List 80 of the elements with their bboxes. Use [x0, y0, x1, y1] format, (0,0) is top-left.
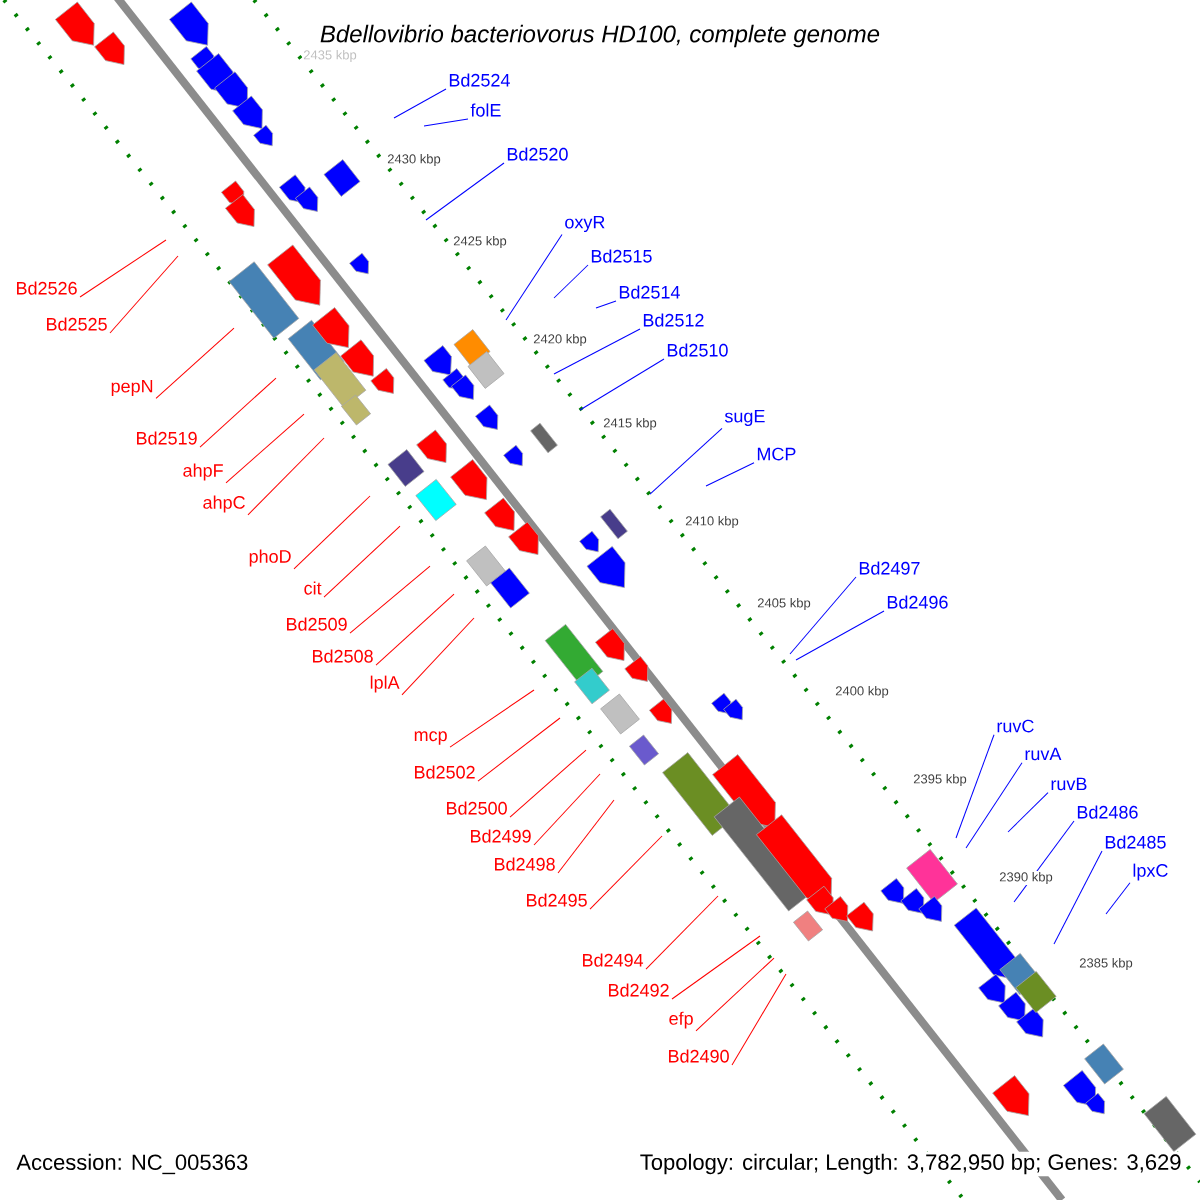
accession-text: Accession: NC_005363	[16, 1153, 248, 1175]
leader-line	[579, 358, 665, 411]
gene-label: Bd2524	[449, 73, 510, 87]
leader-line	[1053, 850, 1103, 945]
leader-line	[199, 377, 277, 448]
leader-line	[1105, 882, 1131, 915]
leader-line	[645, 895, 719, 970]
gene-label: Bd2509	[287, 617, 347, 631]
leader-line	[155, 327, 235, 399]
leader-line	[225, 413, 305, 484]
gene-label: folE	[470, 103, 501, 117]
leader-line	[293, 495, 371, 570]
gene-label: oxyR	[565, 215, 605, 233]
gene-label: Bd2498	[495, 857, 555, 871]
gene-label: Bd2512	[643, 313, 704, 327]
leader-line	[705, 462, 755, 487]
leader-line	[449, 689, 535, 748]
gene-label: Bd2497	[859, 561, 920, 575]
leader-line	[671, 935, 761, 1000]
leader-line	[1007, 792, 1049, 833]
gene-label: efp	[669, 1011, 693, 1029]
gene-label: Bd2519	[137, 431, 197, 445]
leader-line	[401, 617, 475, 696]
leader-line	[349, 565, 431, 634]
gene-label: pepN	[111, 379, 153, 397]
leader-line	[109, 255, 179, 334]
gene-label: Bd2514	[619, 285, 680, 299]
leader-line	[795, 610, 885, 661]
leader-line	[965, 762, 1023, 849]
gene-label: MCP	[757, 447, 796, 461]
leader-line	[375, 593, 455, 666]
leader-line	[509, 749, 587, 818]
leader-line	[505, 233, 563, 321]
leader-line	[649, 427, 723, 495]
gene-label: mcp	[414, 731, 447, 745]
gene-label: sugE	[724, 409, 765, 427]
gene-label: Bd2485	[1105, 835, 1166, 849]
gene-label: Bd2490	[669, 1049, 729, 1063]
gene-label: Bd2495	[527, 893, 587, 907]
leader-line	[589, 835, 663, 910]
leader-line	[557, 799, 615, 874]
leader-line	[955, 734, 995, 839]
gene-label: Bd2492	[609, 983, 669, 997]
leader-line	[553, 328, 641, 375]
gene-label: Bd2494	[583, 953, 644, 967]
leader-line	[477, 717, 561, 782]
gene-label: Bd2508	[313, 649, 373, 663]
leader-line	[595, 300, 617, 309]
leader-line	[533, 773, 601, 846]
leader-line	[695, 957, 775, 1032]
leader-line	[731, 973, 787, 1066]
leader-line	[323, 525, 401, 598]
gene-label: ahpF	[183, 463, 223, 481]
gene-label: lplA	[370, 675, 400, 693]
gene-label: Bd2520	[507, 147, 568, 161]
gene-label: Bd2486	[1077, 805, 1138, 819]
title: Bdellovibrio bacteriovorus HD100, complete genome	[317, 22, 883, 50]
gene-label: Bd2499	[471, 829, 531, 843]
gene-label: Bd2510	[667, 343, 728, 357]
genome-summary-text: Topology: circular; Length: 3,782,950 bp; Genes: 3,629	[637, 1151, 1184, 1177]
gene-label: Bd2525	[47, 317, 107, 331]
gene-label: Bd2500	[447, 801, 507, 815]
gene-label: phoD	[249, 549, 291, 567]
gene-label: ruvB	[1051, 777, 1087, 791]
gene-label: lpxC	[1133, 863, 1168, 881]
gene-label: Bd2526	[17, 281, 77, 295]
leader-line	[393, 88, 447, 119]
leader-line	[553, 264, 589, 299]
leader-line	[789, 576, 857, 655]
gene-label: ruvC	[997, 719, 1034, 733]
gene-label: Bd2502	[415, 765, 475, 779]
gene-label: ruvA	[1025, 747, 1062, 761]
gene-label: cit	[304, 581, 322, 595]
gene-label: Bd2515	[591, 249, 652, 263]
leader-line	[79, 239, 167, 298]
leader-line	[425, 162, 505, 221]
gene-label: ahpC	[203, 495, 245, 513]
leader-line	[247, 437, 325, 516]
leader-line	[423, 118, 469, 127]
gene-label: Bd2496	[887, 595, 948, 609]
